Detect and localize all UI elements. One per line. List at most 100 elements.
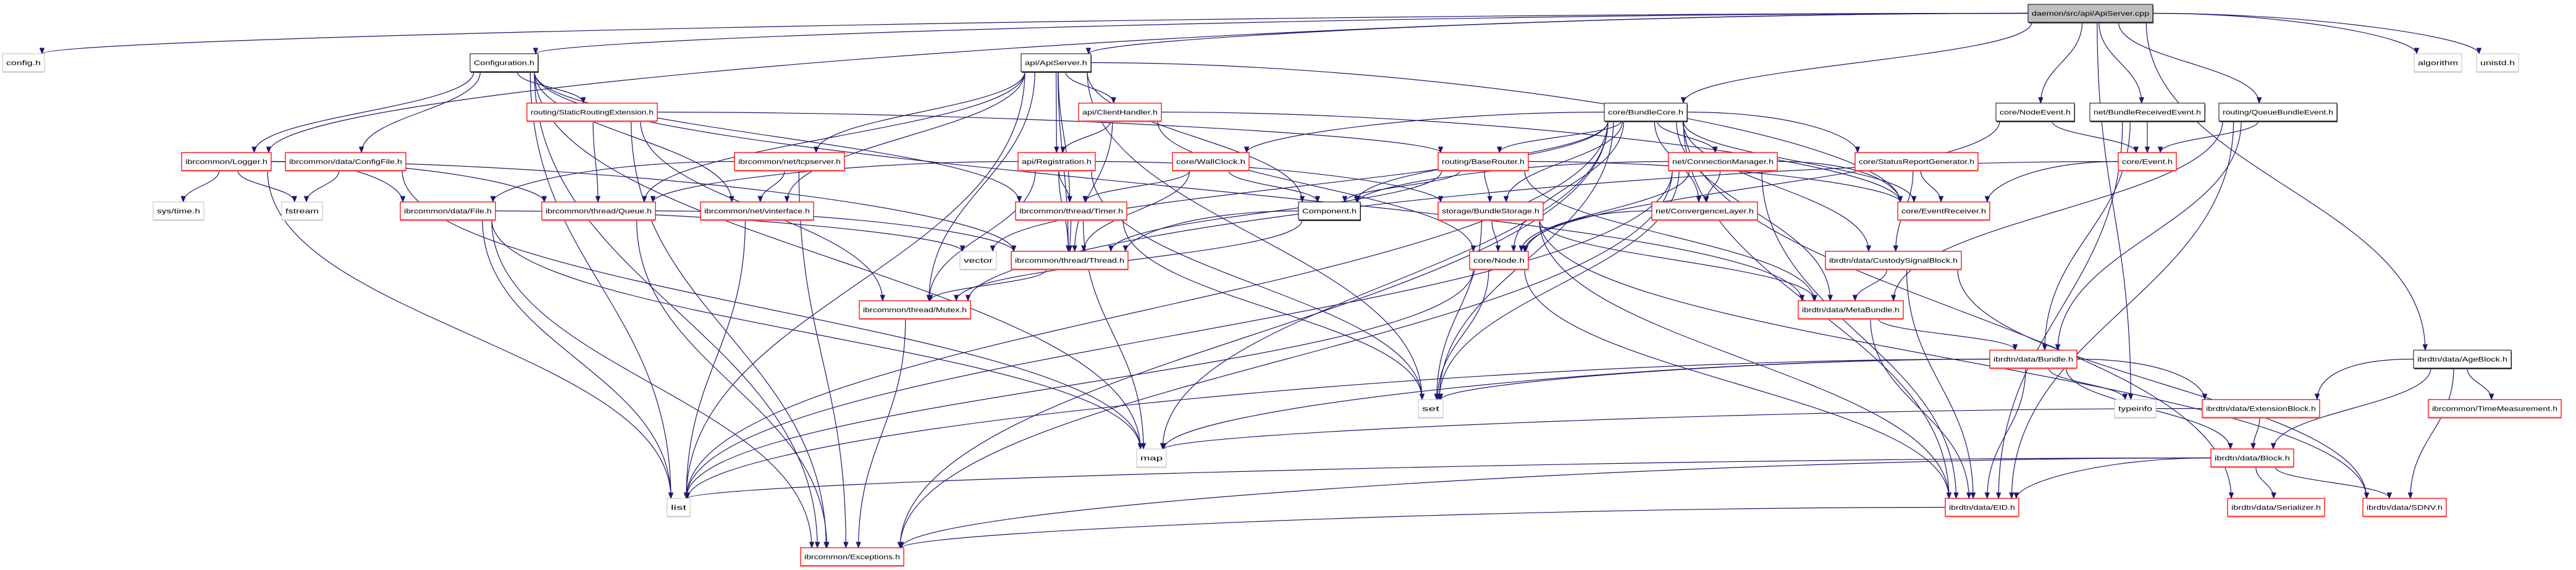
edge-apiserver-to-vinterface	[784, 71, 1025, 203]
node-box	[2362, 498, 2447, 517]
edge-tcpserver-to-file	[490, 161, 735, 203]
node-eid[interactable]: ibrdtn/data/EID.h	[1945, 498, 2019, 518]
node-sdnv[interactable]: ibrdtn/data/SDNV.h	[2362, 498, 2447, 518]
node-thread[interactable]: ibrcommon/thread/Thread.h	[1011, 251, 1129, 270]
node-logger[interactable]: ibrcommon/Logger.h	[181, 152, 272, 172]
node-box	[281, 201, 323, 220]
edge-apiserver-to-set	[1087, 71, 1425, 401]
node-list: list	[667, 498, 691, 518]
edge-cpp-to-typeinfo	[2097, 22, 2134, 401]
node-ageblock[interactable]: ibrdtn/data/AgeBlock.h	[2413, 350, 2512, 369]
node-eventreceiver[interactable]: core/EventReceiver.h	[1897, 201, 1990, 221]
node-label: ibrcommon/net/tcpserver.h	[738, 159, 841, 166]
node-serializer[interactable]: ibrdtn/data/Serializer.h	[2227, 498, 2325, 518]
node-label: ibrdtn/data/Serializer.h	[2231, 505, 2321, 512]
edge-staticrouting-to-queue	[592, 120, 601, 203]
node-label: ibrcommon/thread/Mutex.h	[863, 307, 967, 314]
node-clienthandler[interactable]: api/ClientHandler.h	[1078, 103, 1162, 122]
node-label: sys/time.h	[157, 208, 200, 216]
edge-apiserver-to-timer	[1058, 71, 1072, 203]
node-queue[interactable]: ibrcommon/thread/Queue.h	[541, 201, 656, 221]
node-file[interactable]: ibrcommon/data/File.h	[400, 201, 496, 221]
edge-bstorage-to-set	[1434, 219, 1483, 401]
node-connmgr[interactable]: net/ConnectionManager.h	[1668, 152, 1778, 172]
node-component[interactable]: Component.h	[1298, 201, 1361, 221]
edge-srg-to-eventreceiver	[1920, 170, 1944, 203]
edge-queue-to-exceptions	[636, 219, 830, 549]
edge-wallclock-to-timer	[1082, 170, 1190, 203]
node-label: routing/StaticRoutingExtension.h	[531, 109, 654, 117]
node-mutex[interactable]: ibrcommon/thread/Mutex.h	[859, 300, 971, 320]
node-metabundle[interactable]: ibrdtn/data/MetaBundle.h	[1798, 300, 1904, 320]
node-box	[469, 53, 539, 72]
edge-apiserver-to-queue	[641, 71, 1025, 203]
node-vinterface[interactable]: ibrcommon/net/vinterface.h	[700, 201, 814, 221]
node-label: ibrcommon/data/File.h	[404, 208, 492, 216]
node-box	[1989, 350, 2077, 369]
edge-block-to-exceptions	[898, 457, 2212, 549]
node-baserouter[interactable]: routing/BaseRouter.h	[1437, 152, 1529, 172]
edge-file-to-list	[482, 219, 674, 500]
edge-event-to-eventreceiver	[1984, 161, 2119, 203]
edge-staticrouting-to-exceptions	[631, 120, 829, 549]
edge-staticrouting-to-baserouter	[657, 111, 1444, 154]
node-block[interactable]: ibrdtn/data/Block.h	[2210, 448, 2294, 468]
edge-node-to-set	[1434, 269, 1489, 401]
node-box	[1897, 201, 1990, 220]
edge-file-to-exceptions	[491, 219, 815, 549]
node-staticrouting[interactable]: routing/StaticRoutingExtension.h	[526, 103, 658, 122]
node-label: core/StatusReportGenerator.h	[1859, 159, 1974, 166]
node-nodeevent[interactable]: core/NodeEvent.h	[1995, 103, 2075, 122]
node-custody[interactable]: ibrdtn/data/CustodySignalBlock.h	[1825, 251, 1962, 270]
node-bundlecore[interactable]: core/BundleCore.h	[1604, 103, 1688, 122]
edge-apiserver-to-list	[683, 71, 1025, 500]
node-box	[1172, 152, 1250, 171]
node-extblock[interactable]: ibrdtn/data/ExtensionBlock.h	[2202, 399, 2320, 419]
node-convlayer[interactable]: net/ConvergenceLayer.h	[1651, 201, 1758, 221]
node-label: core/NodeEvent.h	[2000, 109, 2071, 117]
node-label: core/Node.h	[1473, 258, 1525, 265]
node-event[interactable]: core/Event.h	[2118, 152, 2177, 172]
edge-configuration-to-vinterface	[534, 71, 734, 203]
edge-block-to-sdnv	[2275, 466, 2393, 500]
node-timemeas[interactable]: ibrcommon/TimeMeasurement.h	[2428, 399, 2562, 419]
edge-thread-to-mutex	[927, 269, 1047, 302]
node-label: ibrdtn/data/ExtensionBlock.h	[2206, 406, 2316, 413]
node-label: net/BundleReceivedEvent.h	[2094, 109, 2201, 117]
edge-extblock-to-block	[2250, 417, 2260, 450]
edge-connmgr-to-convlayer	[1704, 170, 1721, 203]
edge-ageblock-to-sdnv	[2407, 367, 2454, 500]
node-label: api/ApiServer.h	[1025, 60, 1087, 67]
node-box	[1604, 103, 1688, 122]
node-cpp[interactable]: daemon/src/api/ApiServer.cpp	[2027, 4, 2153, 23]
node-tcpserver[interactable]: ibrcommon/net/tcpserver.h	[734, 152, 845, 172]
edge-eid-to-exceptions	[899, 506, 1946, 549]
edge-metabundle-to-bundle	[1877, 318, 2018, 351]
edges	[40, 12, 2494, 549]
node-apiserver[interactable]: api/ApiServer.h	[1021, 53, 1092, 73]
node-bstorage[interactable]: storage/BundleStorage.h	[1437, 201, 1544, 221]
edge-bundle-to-set	[1437, 358, 1990, 401]
node-label: ibrdtn/data/SDNV.h	[2367, 505, 2443, 512]
node-bre[interactable]: net/BundleReceivedEvent.h	[2089, 103, 2205, 122]
node-wallclock[interactable]: core/WallClock.h	[1172, 152, 1250, 172]
node-srg[interactable]: core/StatusReportGenerator.h	[1854, 152, 1979, 172]
edge-bundlecore-to-srg	[1686, 111, 1861, 154]
edge-bundle-to-typeinfo	[2048, 367, 2128, 401]
edge-component-to-thread	[1122, 210, 1299, 253]
node-node[interactable]: core/Node.h	[1469, 251, 1529, 270]
node-registration[interactable]: api/Registration.h	[1017, 152, 1096, 172]
edge-tcpserver-to-exceptions	[798, 170, 849, 549]
node-label: core/BundleCore.h	[1608, 109, 1683, 117]
node-configuration[interactable]: Configuration.h	[469, 53, 539, 73]
node-timer[interactable]: ibrcommon/thread/Timer.h	[1015, 201, 1127, 221]
node-box	[800, 547, 904, 566]
node-qbe[interactable]: routing/QueueBundleEvent.h	[2218, 103, 2338, 122]
node-configfile[interactable]: ibrcommon/data/ConfigFile.h	[285, 152, 406, 172]
node-box	[181, 152, 272, 171]
node-exceptions[interactable]: ibrcommon/Exceptions.h	[800, 547, 904, 567]
node-bundle[interactable]: ibrdtn/data/Bundle.h	[1989, 350, 2077, 369]
node-map: map	[1136, 448, 1167, 468]
edge-bundlecore-to-baserouter	[1497, 120, 1622, 154]
edge-bstorage-to-node	[1491, 219, 1501, 253]
